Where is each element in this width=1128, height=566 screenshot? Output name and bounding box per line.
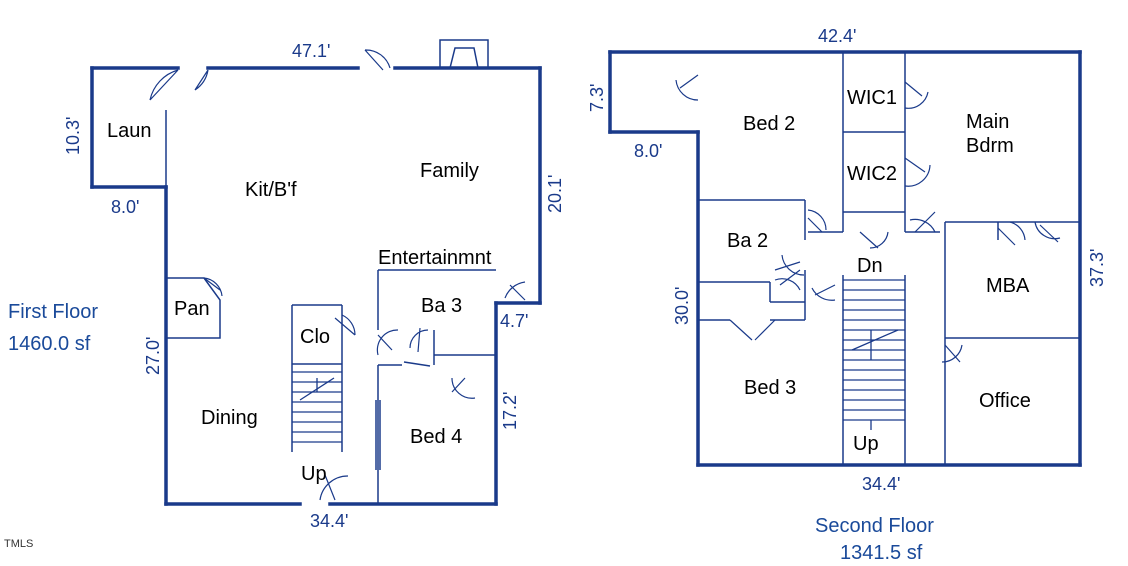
watermark: TMLS [4,538,33,550]
stairs-down-label: Dn [857,255,883,277]
stairs-up-label: Up [301,463,327,485]
dim-second-ledge-width: 8.0' [634,141,662,161]
room-kitchen-label: Kit/B'f [245,179,297,201]
dim-second-left: 30.0' [672,287,692,325]
dim-first-right-lower: 17.2' [500,392,520,430]
dim-first-laundry-width: 8.0' [111,197,139,217]
first-floor-interior-walls [166,269,496,504]
dim-first-left: 27.0' [143,337,163,375]
dim-first-bottom: 34.4' [310,511,348,531]
dim-first-right-upper: 20.1' [545,175,565,213]
dim-second-right: 37.3' [1087,249,1107,287]
room-entertainment-label: Entertainmnt [378,247,492,269]
room-bath3-label: Ba 3 [421,295,462,317]
dim-first-top: 47.1' [292,41,330,61]
room-bed4-label: Bed 4 [410,426,462,448]
fireplace [439,39,489,69]
room-bath2-label: Ba 2 [727,230,768,252]
first-floor-plan: Laun Kit/B'f Family Entertainmnt Ba 3 Pa… [8,39,565,531]
room-pantry-label: Pan [174,298,210,320]
room-bed2-label: Bed 2 [743,113,795,135]
dim-first-laundry-height: 10.3' [63,117,83,155]
dim-first-step: 4.7' [500,311,528,331]
second-floor-title: Second Floor [815,515,934,537]
room-wic2-label: WIC2 [847,163,897,185]
first-floor-title: First Floor [8,301,98,323]
dim-second-bottom: 34.4' [862,474,900,494]
first-floor-stairs [292,371,342,443]
room-office-label: Office [979,390,1031,412]
first-floor-doors [149,49,526,501]
dim-second-ledge-height: 7.3' [587,84,607,112]
second-floor-doors [675,74,1061,363]
room-closet-label: Clo [300,326,330,348]
stairs-up-label-2: Up [853,433,879,455]
room-bed3-label: Bed 3 [744,377,796,399]
room-dining-label: Dining [201,407,258,429]
room-family-label: Family [420,160,479,182]
room-laundry-label: Laun [107,120,152,142]
room-wic1-label: WIC1 [847,87,897,109]
room-main-bdrm-line1: Main [966,111,1009,133]
first-floor-area: 1460.0 sf [8,333,91,355]
first-floor-exterior-walls [90,66,542,506]
second-floor-plan: Bed 2 WIC1 WIC2 Main Bdrm Ba 2 Dn MBA Be… [587,26,1107,564]
second-floor-area: 1341.5 sf [840,542,923,564]
room-main-bdrm-line2: Bdrm [966,135,1014,157]
second-floor-exterior-walls [608,50,1082,467]
second-floor-stairs [843,279,905,430]
room-mba-label: MBA [986,275,1030,297]
dim-second-top: 42.4' [818,26,856,46]
